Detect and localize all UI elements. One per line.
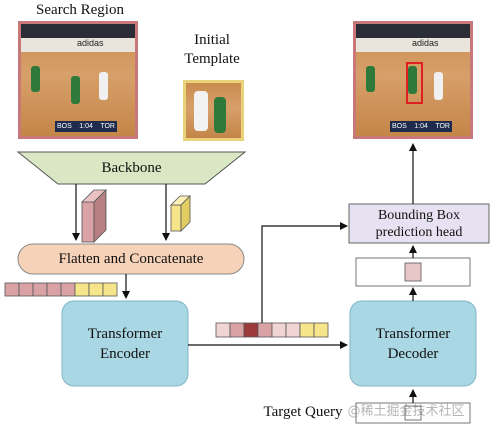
flatten-concat-label: Flatten and Concatenate [58,250,204,267]
transformer-decoder-label: Transformer Decoder [375,326,451,362]
transformer-encoder-block [61,300,189,387]
initial-template-image [183,80,244,141]
token-row-encoded [215,322,329,338]
transformer-encoder-label: Transformer Encoder [87,326,163,362]
backbone-label: Backbone [101,159,162,176]
search-region-image: adidas BOS 1:04 TOR [18,21,138,139]
scoreboard: BOS 1:04 TOR [390,121,452,132]
feature-map-template [170,195,191,232]
backbone-block [16,151,247,185]
target-query-label: Target Query [263,404,343,420]
initial-template-title: Initial Template [184,32,240,67]
token-row-output [355,257,471,287]
scoreboard: BOS 1:04 TOR [55,121,117,132]
token-row-concat [4,282,118,297]
adidas-logo: adidas [412,38,439,48]
output-image: adidas BOS 1:04 TOR [353,21,473,139]
tracking-box [406,62,423,104]
watermark: @稀土掘金技术社区 [347,404,465,419]
bbox-head-label: Bounding Box prediction head [375,207,463,240]
adidas-logo: adidas [77,38,104,48]
search-region-title: Search Region [36,2,124,18]
arrow-encoder-bbox [261,222,348,323]
flatten-concat-block [17,243,245,275]
feature-map-search [81,189,107,243]
token-row-query [355,402,471,424]
bbox-head-block [348,203,490,244]
